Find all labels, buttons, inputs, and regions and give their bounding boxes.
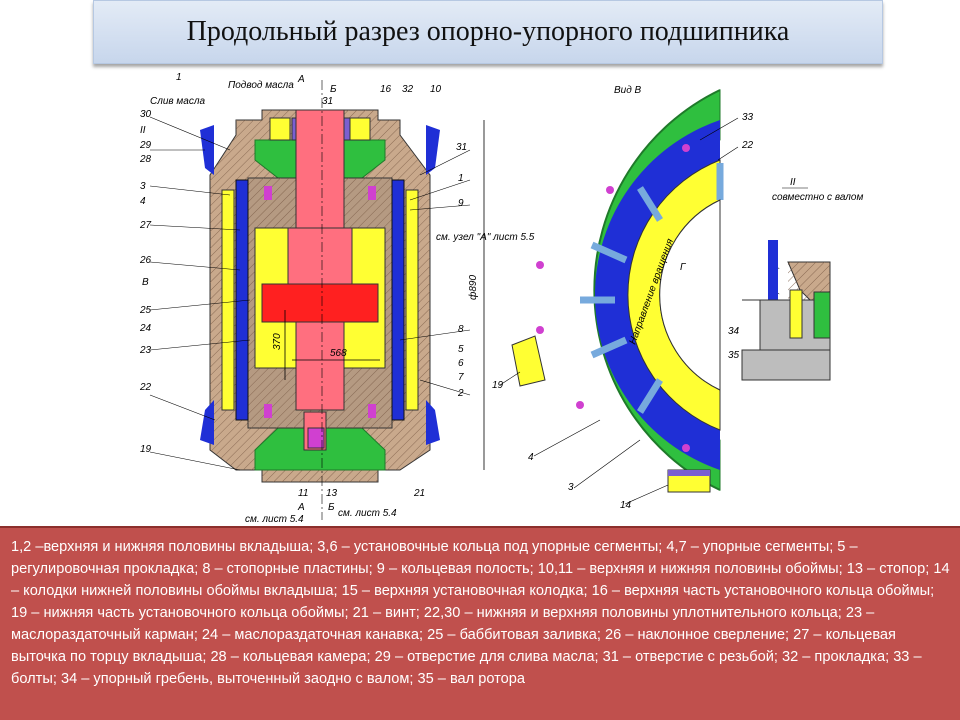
callout-8: 8 [458,324,464,335]
detail-ii-mark: II [790,177,796,188]
legend-text: 1,2 –верхняя и нижняя половины вкладыша;… [11,539,950,687]
view-callout-3: 3 [568,482,574,493]
section-mark-b-top: Б [330,84,337,95]
thrust-collar [261,283,379,323]
callout-2: 2 [457,388,464,399]
detail-ii: II совместно с валом 0,5 + 0,27 34 35 [728,177,863,381]
detail-note: совместно с валом [772,192,863,203]
section-mark-a-bottom: А [297,502,305,513]
diameter-dimension: ф890 [467,275,479,300]
callout-19: 19 [140,444,152,455]
view-callout-4: 4 [528,452,534,463]
view-callout-14: 14 [620,500,632,511]
callout-26: 26 [139,255,152,266]
detail-callout-35: 35 [728,350,740,361]
callout-10: 10 [430,84,442,95]
callout-22: 22 [139,382,152,393]
callout-31-right: 31 [456,142,467,153]
section-mark-b-bottom: Б [328,502,335,513]
callout-1-right: 1 [458,173,464,184]
sheet-note-left: см. лист 5.4 [245,514,304,525]
callout-4: 4 [140,196,146,207]
callout-ii: II [140,125,146,136]
page-title: Продольный разрез опорно-упорного подшип… [186,16,790,47]
view-arrow-b-label: В [142,277,149,288]
callout-3: 3 [140,181,146,192]
sheet-note-right: см. лист 5.4 [338,508,397,519]
callout-25: 25 [139,305,152,316]
width-dimension: 568 [330,348,347,359]
view-callout-19: 19 [492,380,504,391]
detail-callout-34: 34 [728,326,740,337]
center-mark: Г [680,262,687,273]
bearing-drawing: Подвод масла Слив масла А Б А Б см. узел… [139,72,863,525]
callout-21: 21 [413,488,425,499]
thrust-segment-left [235,179,249,421]
callout-24: 24 [139,323,152,334]
longitudinal-section: Подвод масла Слив масла А Б А Б см. узел… [139,72,535,525]
callout-28: 28 [139,154,152,165]
callout-5: 5 [458,344,464,355]
view-b: Вид В Направление вращения Г 33 22 19 4 … [492,85,754,511]
callout-23: 23 [139,345,152,356]
seal-ring-view [595,120,720,470]
title-banner: Продольный разрез опорно-упорного подшип… [93,0,883,64]
callout-11: 11 [298,488,308,499]
section-mark-a-top: А [297,74,305,85]
callout-32: 32 [402,84,414,95]
callout-29: 29 [139,140,152,151]
callout-16: 16 [380,84,392,95]
legend-panel: 1,2 –верхняя и нижняя половины вкладыша;… [0,526,960,720]
height-dimension: 370 [272,333,283,350]
seal-ring-upper [200,125,214,175]
callout-27: 27 [139,220,152,231]
oil-supply-label: Подвод масла [228,80,294,91]
view-callout-33: 33 [742,112,754,123]
seal-ring-lower [200,400,214,445]
callout-9: 9 [458,198,464,209]
callout-31-top: 31 [322,96,333,107]
callout-1-top: 1 [176,72,182,83]
node-a-note: см. узел "А" лист 5.5 [436,232,535,243]
callout-7: 7 [458,372,464,383]
view-callout-22: 22 [741,140,754,151]
callout-6: 6 [458,358,464,369]
callout-30: 30 [140,109,152,120]
callout-13: 13 [326,488,338,499]
oil-drain-label: Слив масла [150,96,205,107]
view-b-label: Вид В [614,85,642,96]
thrust-segment-right [391,179,405,421]
